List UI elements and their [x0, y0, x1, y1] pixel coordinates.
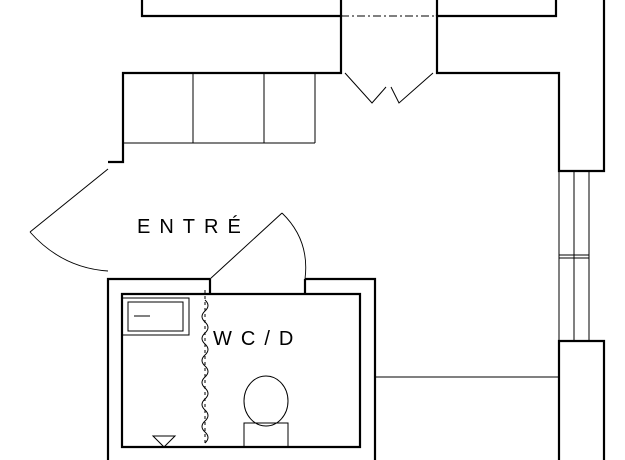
wardrobe-units	[123, 73, 316, 144]
window	[558, 171, 590, 341]
washbasin	[121, 297, 190, 336]
right-lower-wall	[557, 339, 606, 460]
top-room-wall	[108, 0, 343, 164]
toilet	[243, 375, 289, 448]
wc-outer-right	[305, 277, 377, 460]
wc-walls	[106, 277, 377, 460]
entry-door	[29, 168, 109, 272]
floor-drain	[151, 435, 177, 448]
curtain	[201, 290, 209, 447]
wc-right-wall	[120, 279, 362, 449]
top-right-wall	[435, 0, 606, 173]
wc-door	[209, 212, 307, 280]
wc-left-wall	[106, 277, 210, 460]
exterior-walls	[108, 0, 606, 460]
double-door	[344, 72, 434, 104]
wc-label: WC/D	[213, 328, 302, 350]
entrance-label: ENTRÉ	[137, 215, 250, 238]
